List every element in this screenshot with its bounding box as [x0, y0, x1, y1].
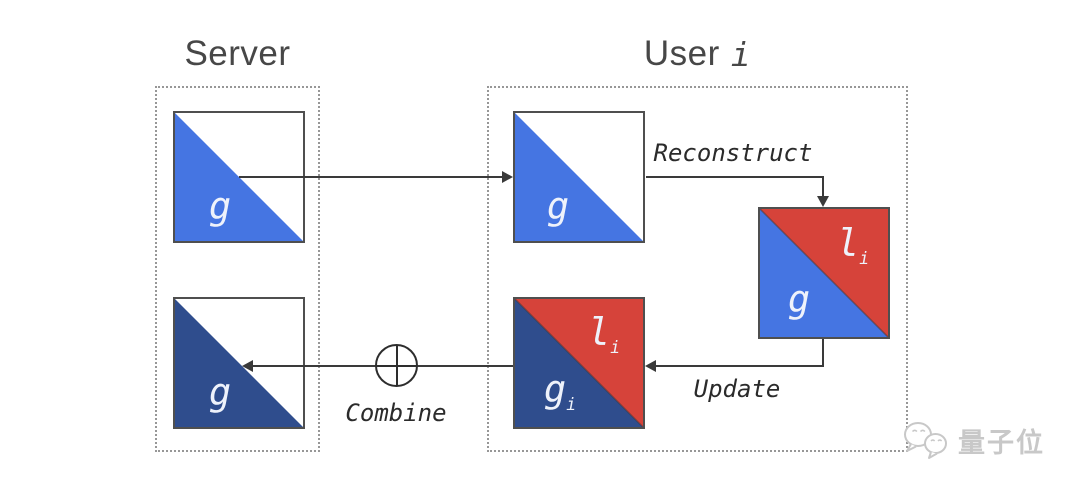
watermark-text: 量子位 [958, 427, 1045, 458]
reconstruct-label: Reconstruct [653, 139, 813, 167]
blue-triangle [515, 113, 643, 241]
server-title-text: Server [184, 34, 291, 73]
user-reconstructed-model-square: li g [758, 207, 890, 339]
watermark: 量子位 [901, 419, 1045, 461]
updated-global-label: gi [543, 367, 577, 414]
server-group-box [155, 86, 320, 452]
update-label: Update [693, 375, 781, 403]
circled-plus-icon [375, 344, 418, 387]
navy-triangle [175, 299, 303, 427]
update-arrow-line-v [822, 339, 824, 367]
server-title: Server [155, 34, 320, 74]
reconstruct-arrow-line-v [822, 176, 824, 197]
combined-model-label: g [208, 370, 232, 414]
send-model-arrow-line [239, 176, 503, 178]
user-global-label: g [546, 184, 570, 228]
user-index: i [730, 34, 752, 74]
user-group-box [487, 86, 908, 452]
update-arrowhead [645, 360, 656, 372]
user-title-text: User [643, 34, 720, 73]
reconstruct-arrowhead [817, 196, 829, 207]
user-updated-model-square: li gi [513, 297, 645, 429]
send-model-arrowhead [502, 171, 513, 183]
blue-red-triangles [760, 209, 888, 337]
combine-arrowhead [242, 360, 253, 372]
navy-red-triangles [515, 299, 643, 427]
server-combined-model-square: g [173, 297, 305, 429]
combine-label: Combine [345, 399, 447, 427]
reconstruct-arrow-line-h [646, 176, 824, 178]
user-title: User i [487, 34, 908, 74]
circled-plus-horizontal [377, 364, 416, 367]
local-part-label: li [587, 310, 621, 357]
global-model-label: g [208, 184, 232, 228]
reconstructed-local-label: li [836, 221, 870, 268]
user-global-model-square: g [513, 111, 645, 243]
reconstructed-global-label: g [787, 277, 811, 321]
update-arrow-line-h [655, 365, 824, 367]
wechat-chat-bubbles-icon [904, 422, 947, 459]
